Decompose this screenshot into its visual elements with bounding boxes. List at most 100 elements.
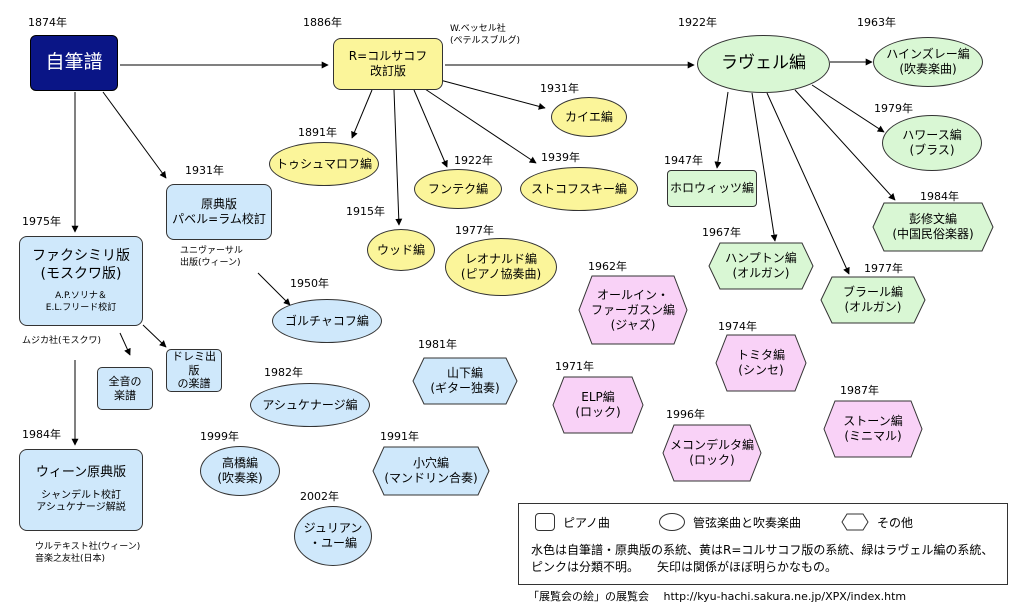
node-julian: ジュリアン ・ユー編 — [294, 506, 372, 566]
node-peng-label: 彭修文編 (中国民俗楽器) — [892, 212, 974, 241]
node-leonard: レオナルド編 (ピアノ協奏曲) — [445, 238, 557, 296]
arrow-rimsky-funtek — [413, 89, 448, 168]
year-ravel: 1922年 — [678, 16, 717, 29]
node-vienna-title: ウィーン原典版 — [35, 465, 127, 481]
arrow-autograph-lamm — [102, 91, 167, 179]
legend-piano-label: ピアノ曲 — [563, 515, 610, 530]
node-koana-label: 小穴編 (マンドリン合奏) — [384, 456, 478, 485]
year-yamashita: 1981年 — [418, 338, 457, 351]
node-howarth: ハワース編 (ブラス) — [882, 115, 982, 171]
node-autograph: 自筆譜 — [30, 35, 118, 91]
year-stone: 1987年 — [840, 384, 879, 397]
node-koana: 小穴編 (マンドリン合奏) — [372, 446, 490, 496]
legend-ellipse-icon — [659, 513, 685, 531]
node-tomita-label: トミタ編 (シンセ) — [736, 348, 785, 377]
legend-orchestra: 管弦楽曲と吹奏楽曲 — [659, 512, 801, 532]
legend-explanation: 水色は自筆譜・原典版の系統、黄はR=コルサコフ版の系統、緑はラヴェル編の系統、 … — [531, 543, 994, 574]
hexagon-shape — [715, 334, 807, 392]
node-elp: ELP編 (ロック) — [552, 376, 644, 434]
node-yamashita-label: 山下編 (ギター独奏) — [430, 366, 500, 395]
node-lamm: 原典版 パベル=ラム校訂 — [166, 184, 272, 240]
legend-orchestra-label: 管弦楽曲と吹奏楽曲 — [693, 515, 802, 530]
node-bral: ブラール編 (オルガン) — [820, 276, 926, 324]
arrow-ravel-hampton — [751, 92, 778, 242]
node-ashkenazy: アシュケナージ編 — [250, 383, 370, 427]
year-horowitz: 1947年 — [664, 154, 703, 167]
node-mekon-label: メコンデルタ編 (ロック) — [669, 438, 754, 467]
node-cailliet: カイエ編 — [551, 97, 627, 137]
arrow-facsimile-zenon — [119, 332, 131, 356]
node-takahashi: 高橋編 (吹奏楽) — [200, 446, 280, 496]
node-mekon: メコンデルタ編 (ロック) — [662, 424, 762, 482]
node-yamashita: 山下編 (ギター独奏) — [412, 357, 518, 405]
publisher-bessel: W.ベッセル社 (ペテルスブルグ) — [450, 24, 521, 46]
node-zenon: 全音の 楽譜 — [97, 367, 153, 410]
node-bral-label: ブラール編 (オルガン) — [842, 285, 903, 314]
hexagon-shape — [578, 275, 688, 345]
node-facsimile-editors: A.P.ソリナ＆ E.L.フリード校訂 — [45, 291, 117, 313]
node-wood: ウッド編 — [367, 229, 435, 271]
node-stone: ストーン編 (ミニマル) — [823, 400, 923, 458]
publisher-muzyka: ムジカ社(モスクワ) — [22, 336, 102, 346]
node-facsimile-title: ファクシミリ版 (モスクワ版) — [32, 248, 130, 282]
publisher-universal: ユニヴァーサル 出版(ウィーン) — [180, 246, 243, 268]
year-julian: 2002年 — [300, 490, 339, 503]
year-vienna: 1984年 — [22, 428, 61, 441]
year-autograph: 1874年 — [28, 16, 67, 29]
arrow-lamm-golchakov — [257, 272, 291, 306]
year-mekon: 1996年 — [666, 408, 705, 421]
year-howarth: 1979年 — [874, 102, 913, 115]
node-golchakov: ゴルチャコフ編 — [272, 299, 382, 343]
node-facsimile: ファクシミリ版 (モスクワ版) A.P.ソリナ＆ E.L.フリード校訂 — [19, 236, 143, 326]
year-takahashi: 1999年 — [200, 430, 239, 443]
hexagon-shape — [823, 400, 923, 458]
node-ravel: ラヴェル編 — [697, 35, 830, 93]
legend-piano: ピアノ曲 — [535, 512, 610, 532]
year-golchakov: 1950年 — [290, 277, 329, 290]
year-ashkenazy: 1982年 — [264, 366, 303, 379]
node-stokowski: ストコフスキー編 — [520, 167, 638, 211]
year-allin: 1962年 — [588, 260, 627, 273]
node-hampton-label: ハンプトン編 (オルガン) — [725, 251, 797, 280]
hexagon-shape — [412, 357, 518, 405]
arrow-ravel-bral — [766, 92, 850, 275]
footer-credit: 「展覧会の絵」の展覧会 http://kyu-hachi.sakura.ne.j… — [528, 590, 907, 603]
node-tomita: トミタ編 (シンセ) — [715, 334, 807, 392]
year-bral: 1977年 — [864, 262, 903, 275]
year-funtek: 1922年 — [454, 154, 493, 167]
node-vienna-editors: シャンデルト校訂 アシュケナージ解説 — [36, 489, 126, 514]
year-elp: 1971年 — [555, 360, 594, 373]
year-koana: 1991年 — [380, 430, 419, 443]
year-tushmalov: 1891年 — [298, 126, 337, 139]
node-horowitz: ホロウィッツ編 — [667, 170, 757, 207]
year-leonard: 1977年 — [455, 224, 494, 237]
year-headley: 1963年 — [857, 16, 896, 29]
hexagon-shape — [708, 242, 814, 290]
legend: ピアノ曲 管弦楽曲と吹奏楽曲 その他 水色は自筆譜・原典版の系統、黄はR=コルサ… — [518, 503, 1008, 585]
year-hampton: 1967年 — [702, 226, 741, 239]
node-rimsky: R=コルサコフ 改訂版 — [333, 38, 443, 90]
arrow-ravel-howarth — [811, 84, 885, 133]
node-funtek: フンテク編 — [414, 169, 502, 209]
arrow-ravel-peng — [794, 89, 896, 201]
year-tomita: 1974年 — [718, 320, 757, 333]
legend-other: その他 — [841, 512, 913, 532]
year-wood: 1915年 — [346, 205, 385, 218]
year-rimsky: 1886年 — [303, 16, 342, 29]
publisher-urtext: ウルテキスト社(ウィーン) 音楽之友社(日本) — [35, 542, 141, 564]
arrow-facsimile-doremi — [142, 324, 167, 348]
hexagon-shape — [872, 202, 994, 252]
year-stokowski: 1939年 — [541, 151, 580, 164]
node-hampton: ハンプトン編 (オルガン) — [708, 242, 814, 290]
year-lamm: 1931年 — [185, 164, 224, 177]
node-elp-label: ELP編 (ロック) — [575, 390, 621, 419]
hexagon-shape — [372, 446, 490, 496]
legend-rect-icon — [535, 513, 555, 531]
year-facsimile: 1975年 — [22, 215, 61, 228]
year-cailliet: 1931年 — [540, 82, 579, 95]
node-peng: 彭修文編 (中国民俗楽器) — [872, 202, 994, 252]
legend-hexagon-icon — [841, 513, 869, 531]
arrow-rimsky-tushmalov — [351, 89, 373, 139]
